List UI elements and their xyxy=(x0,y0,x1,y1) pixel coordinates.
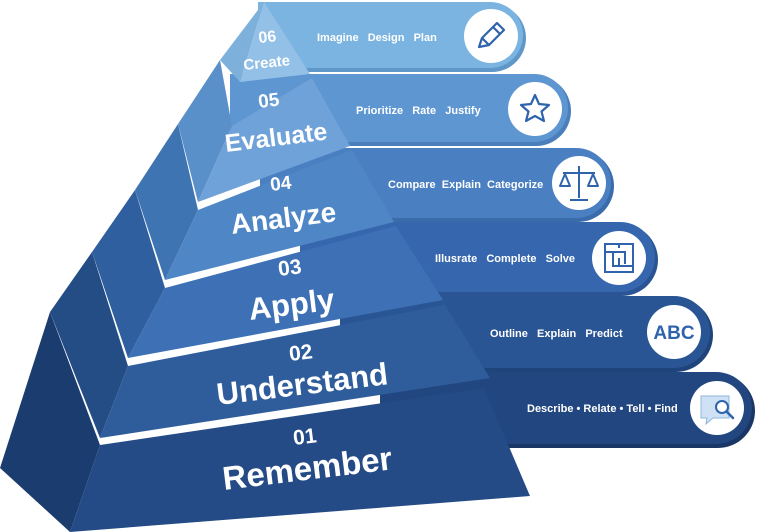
pyramid-level-analyze xyxy=(135,124,394,280)
level-number-apply: 03 xyxy=(277,255,303,281)
abc-icon-text: ABC xyxy=(653,323,694,344)
verbs-analyze: Compare Explain Categorize xyxy=(388,179,543,191)
scales-icon xyxy=(552,156,606,210)
band-create: Imagine Design Plan xyxy=(258,2,526,72)
pyramid-level-create xyxy=(220,2,310,82)
verbs-evaluate: Prioritize Rate Justify xyxy=(356,105,482,117)
pyramid-level-remember xyxy=(0,312,530,532)
search-chat-icon xyxy=(690,381,744,435)
verbs-apply: Illusrate Complete Solve xyxy=(435,253,575,265)
maze-icon xyxy=(592,231,646,285)
level-number-remember: 01 xyxy=(292,424,318,450)
verbs-create: Imagine Design Plan xyxy=(317,32,437,44)
level-number-evaluate: 05 xyxy=(257,89,281,112)
verbs-remember: Describe • Relate • Tell • Find xyxy=(527,403,678,415)
level-name-create: Create xyxy=(243,52,291,74)
pyramid-level-evaluate xyxy=(178,60,350,202)
level-number-create: 06 xyxy=(258,28,278,47)
abc-icon: ABC xyxy=(647,305,701,359)
level-number-understand: 02 xyxy=(288,340,314,366)
level-number-analyze: 04 xyxy=(269,172,293,195)
pencil-icon xyxy=(464,9,518,63)
verbs-understand: Outline Explain Predict xyxy=(490,328,623,340)
pyramid-level-understand xyxy=(50,252,490,438)
star-icon xyxy=(508,82,562,136)
pyramid-level-apply xyxy=(92,190,443,358)
